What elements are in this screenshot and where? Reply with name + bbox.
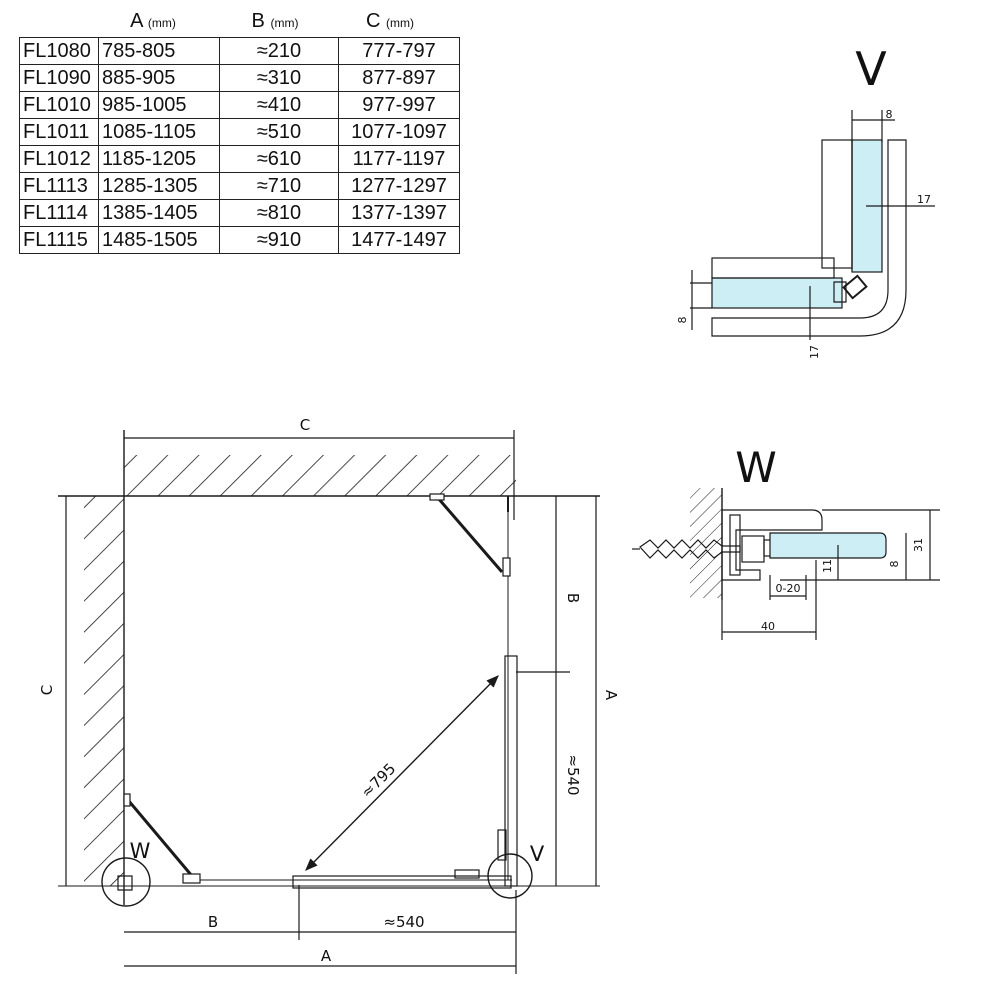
model-cell: FL1113 [19, 172, 99, 200]
label-540-right: ≈540 [564, 754, 582, 795]
col-header-a-unit: (mm) [147, 16, 176, 30]
bottom-sliding-door [292, 875, 512, 889]
model-cell: FL1090 [19, 64, 99, 92]
detail-w-wall-profile [721, 509, 823, 581]
left-wall-hatch [84, 496, 124, 886]
detail-v-glass-horizontal [711, 277, 843, 309]
dim-b-cell: ≈710 [219, 172, 339, 200]
model-cell: FL1115 [19, 226, 99, 254]
dim-b-cell: ≈410 [219, 91, 339, 119]
label-c-left: C [38, 685, 56, 695]
left-arm-clamp [182, 873, 201, 884]
dim-c-cell: 1077-1097 [338, 118, 460, 146]
detail-v-title: V [855, 42, 887, 96]
plan-labels: C C B A ≈540 ≈795 B ≈540 A W V [38, 416, 620, 965]
detail-v [690, 110, 935, 340]
callout-w-profile [117, 875, 133, 891]
detail-w-labels: W 31 8 11 0-20 40 [735, 443, 925, 633]
col-header-b-unit: (mm) [270, 16, 299, 30]
col-header-c-letter: C [366, 10, 381, 32]
model-cell: FL1012 [19, 145, 99, 173]
detail-w-title: W [735, 443, 777, 492]
detail-w-profile-rib [729, 514, 741, 576]
callout-label-v: V [530, 842, 545, 866]
model-cell: FL1114 [19, 199, 99, 227]
col-header-b-letter: B [251, 10, 265, 32]
callout-circle-v [487, 853, 533, 899]
col-header-a-letter: A [130, 10, 143, 32]
dim-a-cell: 1285-1305 [98, 172, 220, 200]
detail-w-dim-11-label: 11 [821, 559, 834, 573]
model-cell: FL1080 [19, 37, 99, 65]
callout-label-w: W [130, 839, 151, 863]
detail-w-dim-31-label: 31 [912, 538, 925, 552]
detail-w-glass [769, 532, 887, 559]
dim-c-cell: 1177-1197 [338, 145, 460, 173]
bottom-handle [454, 869, 480, 879]
left-support-arm [126, 799, 194, 877]
detail-v-corner-profile [711, 139, 907, 337]
diagonal-dimension [305, 675, 499, 871]
col-header-a: A (mm) [118, 10, 188, 33]
dim-a-cell: 1185-1205 [98, 145, 220, 173]
detail-v-dim-right-label: 17 [917, 193, 931, 206]
detail-w-dim-8-label: 8 [888, 561, 901, 568]
detail-v-labels: V 8 17 8 17 [676, 42, 931, 359]
dim-c-cell: 1277-1297 [338, 172, 460, 200]
col-header-c-unit: (mm) [386, 16, 414, 30]
detail-w-clamp-block [741, 535, 765, 563]
dim-c-cell: 1477-1497 [338, 226, 460, 254]
detail-w-dim-40-label: 40 [761, 620, 775, 633]
detail-v-frame-horizontal [711, 257, 835, 279]
label-b-bottom: B [208, 913, 218, 931]
col-header-c: C (mm) [355, 10, 425, 33]
right-sliding-door [504, 655, 518, 887]
col-header-b: B (mm) [240, 10, 310, 33]
dim-a-cell: 1385-1405 [98, 199, 220, 227]
detail-v-dim-top-label: 8 [886, 108, 893, 121]
detail-v-corner-seal [842, 274, 868, 300]
top-arm-bracket [429, 493, 445, 501]
top-support-arm [436, 497, 504, 573]
right-handle [497, 829, 507, 861]
label-c-top: C [300, 416, 310, 434]
dim-b-cell: ≈910 [219, 226, 339, 254]
detail-v-dim-left-label: 8 [676, 317, 689, 324]
label-b-right: B [564, 593, 582, 603]
label-a-right: A [602, 690, 620, 701]
label-diagonal: ≈795 [358, 760, 400, 802]
top-arm-clamp [502, 557, 511, 577]
detail-v-gasket [833, 281, 847, 303]
detail-w-dim-range-label: 0-20 [776, 582, 801, 595]
plan-view [58, 430, 600, 974]
top-wall-hatch [124, 455, 516, 496]
model-cell: FL1010 [19, 91, 99, 119]
detail-v-frame-vertical [821, 139, 853, 269]
dim-b-cell: ≈610 [219, 145, 339, 173]
detail-v-dim-bottom-label: 17 [808, 345, 821, 359]
left-arm-bracket [123, 793, 131, 807]
label-a-bottom: A [321, 947, 332, 965]
callout-circle-w [101, 857, 151, 907]
dim-c-cell: 877-897 [338, 64, 460, 92]
dim-a-cell: 1485-1505 [98, 226, 220, 254]
dim-a-cell: 785-805 [98, 37, 220, 65]
label-540-bottom: ≈540 [383, 913, 424, 931]
dim-b-cell: ≈810 [219, 199, 339, 227]
detail-w [632, 488, 940, 640]
